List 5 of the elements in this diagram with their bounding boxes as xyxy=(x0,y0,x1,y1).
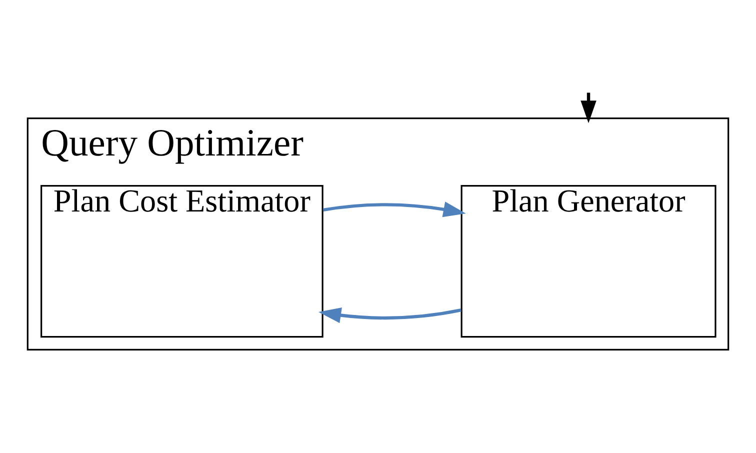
arrow xyxy=(323,201,466,217)
arrow xyxy=(580,92,596,123)
node-box: Plan Generator xyxy=(460,184,716,338)
arrow xyxy=(318,307,462,323)
node-box: Plan Cost Estimator xyxy=(40,184,324,338)
